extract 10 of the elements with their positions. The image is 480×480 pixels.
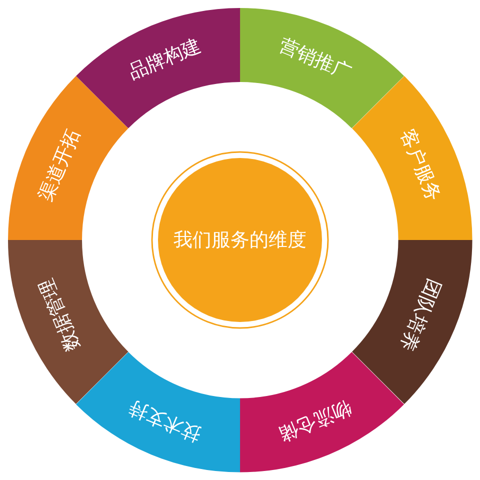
segment-label: 物流仓储 (276, 396, 354, 444)
segment-label: 数据管理 (36, 276, 84, 354)
center-title: 我们服务的维度 (174, 228, 306, 253)
segment-label: 技术支持 (126, 396, 204, 444)
segment-label: 品牌构建 (126, 36, 204, 84)
segment-label: 营销推广 (276, 36, 354, 84)
segment-label: 团队培养 (396, 276, 444, 354)
segment-label: 客户服务 (396, 126, 444, 204)
center-circle (158, 158, 322, 322)
segment-label: 渠道开拓 (36, 126, 84, 204)
